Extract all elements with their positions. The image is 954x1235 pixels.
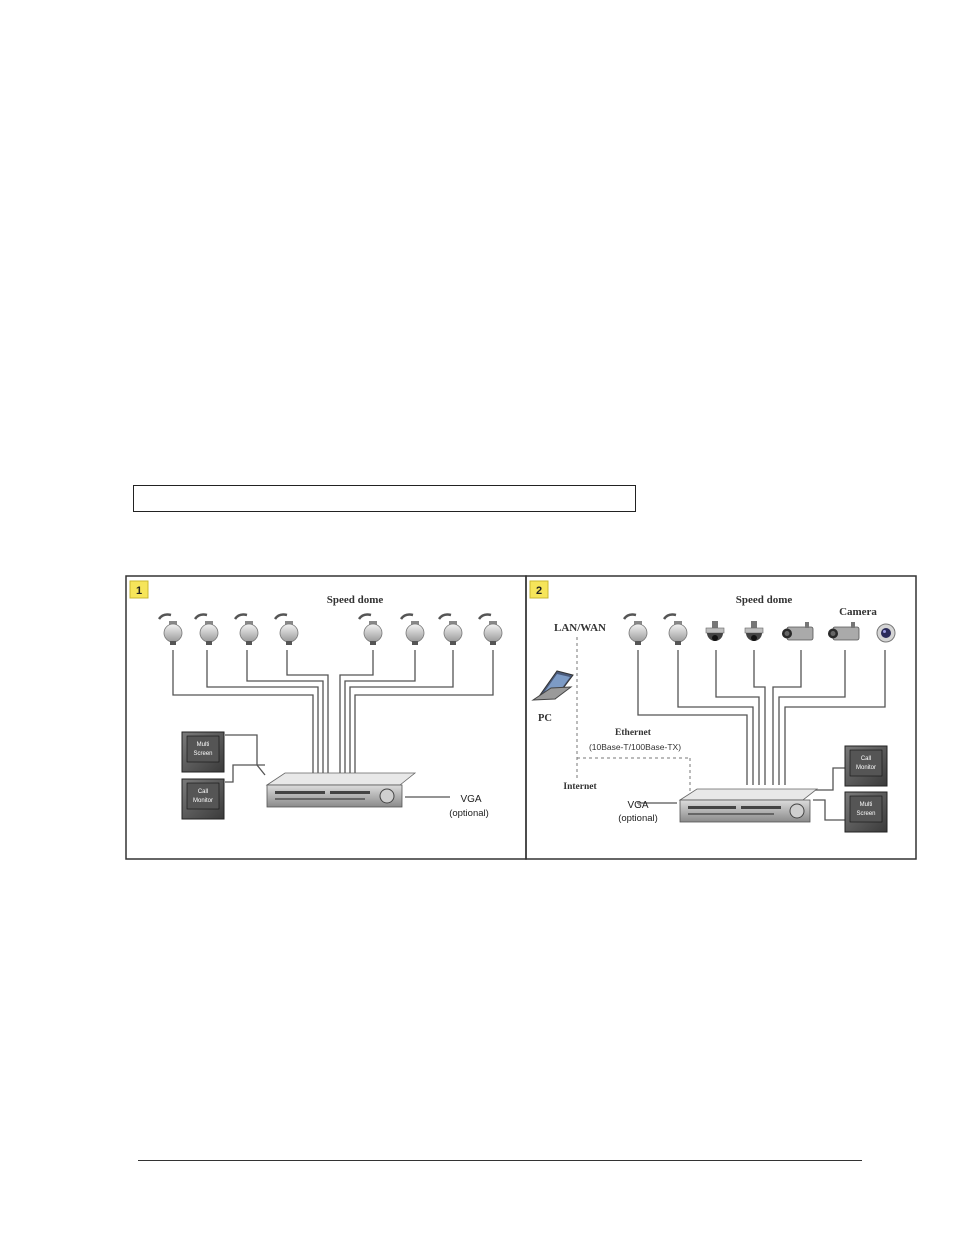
speed-dome-icon — [437, 613, 464, 647]
box-camera-icon — [827, 621, 860, 641]
speed-dome-icon — [399, 613, 426, 647]
speed-dome-icon — [193, 613, 220, 647]
speed-dome-icon — [233, 613, 260, 647]
panel-2-ethernet-spec: (10Base-T/100Base-TX) — [589, 742, 681, 752]
panel-1-optional-label: (optional) — [449, 808, 489, 819]
pc-laptop-icon — [531, 670, 574, 701]
panel-1-monitor-multi-screen-icon: Multi Screen — [181, 731, 225, 773]
speed-dome-icon — [662, 613, 689, 647]
panel-1-wires — [172, 650, 494, 798]
panel-2-dvr-icon — [678, 788, 819, 823]
speed-dome-icon — [273, 613, 300, 647]
panel-2-lanwan-label: LAN/WAN — [554, 622, 606, 634]
speed-dome-icon — [157, 613, 184, 647]
panel-2-internet-label: Internet — [563, 782, 597, 792]
panel-1-badge: 1 — [136, 585, 142, 597]
panel-2-camera-label: Camera — [839, 606, 877, 618]
speed-dome-icon — [622, 613, 649, 647]
speed-dome-icon — [477, 613, 504, 647]
panel-2-ethernet-label: Ethernet — [615, 728, 652, 738]
panel-2: 2 Speed dome Camera LAN/WAN — [529, 580, 896, 833]
panel-2-monitor-top-label-1: Call — [861, 756, 871, 762]
panel-1-speed-domes — [157, 613, 504, 647]
empty-caption-box — [133, 485, 636, 512]
panel-2-monitor-bottom-label-2: Screen — [856, 811, 875, 817]
ptz-dome-icon — [744, 620, 764, 642]
panel-2-network-lines — [576, 637, 691, 792]
panel-1-dvr-icon — [265, 772, 417, 808]
panel-2-cameras — [622, 613, 896, 647]
footer-rule — [138, 1160, 862, 1161]
panel-1-monitor-bottom-label-1: Call — [198, 789, 208, 795]
panel-2-speed-dome-label: Speed dome — [736, 594, 793, 606]
panel-2-optional-label: (optional) — [618, 813, 658, 824]
panel-1-monitor-call-icon: Call Monitor — [181, 778, 225, 820]
panel-2-vga-label: VGA — [627, 800, 648, 811]
connection-diagram: 1 Speed dome — [125, 575, 917, 860]
panel-1: 1 Speed dome — [129, 580, 504, 820]
panel-2-monitor-bottom-label-1: Multi — [860, 802, 873, 808]
panel-2-monitor-top-label-2: Monitor — [856, 765, 876, 771]
panel-2-monitor-call-icon: Call Monitor — [844, 745, 888, 787]
panel-2-badge: 2 — [536, 585, 542, 597]
box-camera-icon — [781, 621, 814, 641]
panel-1-monitor-bottom-label-2: Monitor — [193, 798, 213, 804]
panel-2-monitor-multi-screen-icon: Multi Screen — [844, 791, 888, 833]
panel-1-monitor-top-label-1: Multi — [197, 742, 210, 748]
panel-2-wires — [637, 650, 886, 821]
ptz-dome-icon — [705, 620, 725, 642]
panel-1-speed-dome-label: Speed dome — [327, 594, 384, 606]
speed-dome-icon — [357, 613, 384, 647]
panel-2-pc-label: PC — [538, 713, 552, 724]
panel-1-monitor-top-label-2: Screen — [193, 751, 212, 757]
panel-1-vga-label: VGA — [460, 794, 481, 805]
mini-dome-camera-icon — [876, 623, 896, 643]
